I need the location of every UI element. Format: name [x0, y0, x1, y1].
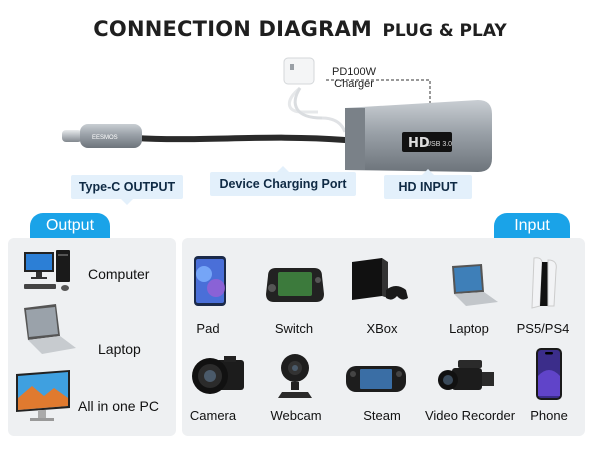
- charging-port-label: Device Charging Port: [219, 177, 347, 191]
- camcorder-icon: [438, 360, 494, 390]
- input-steam: Steam: [356, 408, 408, 423]
- title-sub: PLUG & PLAY: [382, 21, 507, 41]
- capture-device-icon: HD USB 3.0: [345, 100, 492, 172]
- steam-deck-icon: [346, 366, 406, 392]
- hd-badge: HD: [408, 136, 430, 151]
- input-camera: Camera: [186, 408, 240, 423]
- page-title: CONNECTION DIAGRAM PLUG & PLAY: [0, 17, 600, 41]
- camera-icon: [192, 356, 244, 394]
- input-video-recorder: Video Recorder: [420, 408, 520, 423]
- input-video-recorder-label: Video Recorder: [424, 408, 516, 423]
- tablet-icon: [194, 256, 226, 306]
- ps5-icon: [531, 257, 557, 309]
- cable-icon: [132, 134, 348, 143]
- webcam-icon: [278, 354, 312, 398]
- input-switch-label: Switch: [274, 321, 314, 336]
- input-tag-label: Input: [514, 217, 550, 234]
- title-main: CONNECTION DIAGRAM: [93, 17, 372, 41]
- typec-output-callout: Type-C OUTPUT: [71, 175, 183, 205]
- input-laptop-label: Laptop: [449, 321, 489, 336]
- output-tag: Output: [30, 213, 110, 239]
- charger-icon: [283, 57, 347, 133]
- type-c-plug-icon: EESMOS: [62, 124, 142, 148]
- input-ps5: PS5/PS4: [512, 321, 574, 336]
- input-ps5-label: PS5/PS4: [516, 321, 570, 336]
- laptop-icon: [452, 264, 498, 306]
- input-xbox-label: XBox: [366, 321, 398, 336]
- input-phone: Phone: [524, 408, 574, 423]
- hd-input-callout: HD INPUT: [384, 169, 472, 199]
- laptop-icon: [24, 304, 76, 354]
- input-steam-label: Steam: [363, 408, 401, 423]
- input-webcam: Webcam: [266, 408, 326, 423]
- charger-name: Charger: [334, 78, 374, 90]
- charger-label: PD100W Charger: [332, 66, 376, 90]
- console-icon: [352, 258, 408, 300]
- input-pad-label: Pad: [196, 321, 220, 336]
- input-xbox: XBox: [356, 321, 408, 336]
- charger-power: PD100W: [332, 66, 377, 78]
- charging-port-callout: Device Charging Port: [210, 166, 356, 196]
- product-diagram: EESMOS HD USB 3.0: [62, 57, 492, 172]
- brand-logo: EESMOS: [92, 135, 118, 141]
- phone-icon: [536, 348, 562, 400]
- computer-icon: [24, 250, 70, 291]
- input-phone-label: Phone: [530, 408, 568, 423]
- output-tag-label: Output: [45, 217, 95, 234]
- output-aio-label: All in one PC: [78, 398, 159, 414]
- output-laptop-label: Laptop: [98, 341, 141, 357]
- input-pad: Pad: [186, 321, 230, 336]
- monitor-icon: [16, 370, 70, 421]
- handheld-console-icon: [266, 268, 324, 302]
- input-tag: Input: [494, 213, 570, 239]
- input-webcam-label: Webcam: [270, 408, 322, 423]
- output-computer-label: Computer: [88, 266, 150, 282]
- input-laptop: Laptop: [444, 321, 494, 336]
- input-camera-label: Camera: [189, 408, 237, 423]
- typec-output-label: Type-C OUTPUT: [78, 180, 176, 194]
- input-switch: Switch: [266, 321, 322, 336]
- hd-input-label: HD INPUT: [398, 180, 458, 194]
- usb-label: USB 3.0: [426, 141, 452, 148]
